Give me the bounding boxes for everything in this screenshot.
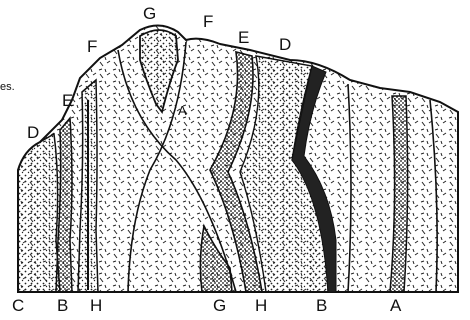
label-bottom-H-left: H (90, 297, 102, 314)
label-top-F-right: F (203, 13, 213, 30)
label-bottom-C: C (12, 297, 24, 314)
label-top-G: G (143, 5, 156, 22)
label-bottom-G: G (213, 297, 226, 314)
label-top-F-left: F (87, 38, 97, 55)
label-top-D-left: D (27, 124, 39, 141)
label-top-E-left: E (62, 92, 73, 109)
label-bottom-A: A (390, 297, 401, 314)
label-inner-A: A (178, 104, 187, 117)
label-bottom-H-right: H (255, 297, 267, 314)
layer-D-left (18, 134, 60, 292)
label-top-E-right: E (238, 29, 249, 46)
label-top-D-right: D (279, 36, 291, 53)
label-bottom-B-left: B (57, 297, 68, 314)
cut-off-caption-text: es. (0, 81, 15, 93)
label-bottom-B-right: B (316, 297, 327, 314)
